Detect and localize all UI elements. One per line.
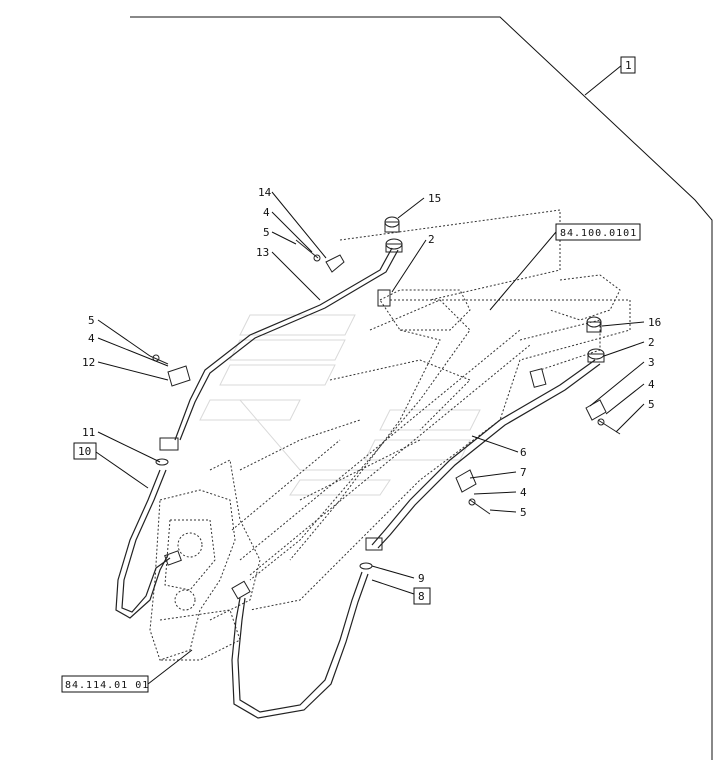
watermark-logo — [199, 314, 481, 496]
steel-tube-6-inner — [377, 363, 601, 549]
steel-tube-13-inner — [179, 249, 399, 441]
callout-10: 10 — [78, 445, 91, 458]
assembly-1-leader — [584, 64, 623, 96]
callout-1: 1 — [625, 59, 632, 72]
fitting-11 — [155, 437, 179, 466]
hose-10-inner — [121, 469, 171, 613]
callout-labels: 14 4 5 13 15 2 5 4 12 11 16 2 3 4 5 6 7 … — [82, 186, 661, 585]
assembly-frame-line — [130, 16, 713, 760]
fitting-top-nut — [385, 238, 403, 253]
steel-tube-13 — [174, 247, 393, 441]
callout-8-box: 8 — [413, 587, 431, 605]
fitting-right-nut — [587, 348, 605, 363]
fitting-16 — [586, 316, 602, 333]
fitting-9 — [359, 537, 383, 570]
callout-2-top: 2 — [428, 233, 435, 246]
callout-3: 3 — [648, 356, 655, 369]
plate-2-right — [529, 368, 547, 388]
plate-2-top — [377, 289, 391, 307]
hose-8 — [237, 571, 363, 713]
callout-2-right: 2 — [648, 336, 655, 349]
callout-10-box: 10 — [73, 442, 97, 460]
callout-12: 12 — [82, 356, 95, 369]
reference-box-bottom: 84.114.01 01 — [61, 675, 149, 693]
callout-9: 9 — [418, 572, 425, 585]
screw-5-top — [295, 239, 321, 262]
swing-bracket-outline — [149, 489, 241, 661]
callout-5-left: 5 — [88, 314, 95, 327]
callout-4-top: 4 — [263, 206, 270, 219]
hose-10 — [115, 469, 169, 619]
clamp-14 — [325, 254, 345, 273]
reference-top: 84.100.0101 — [560, 228, 637, 239]
callout-16: 16 — [648, 316, 661, 329]
callout-13: 13 — [256, 246, 269, 259]
callout-7: 7 — [520, 466, 527, 479]
callout-11: 11 — [82, 426, 95, 439]
callout-4-mid: 4 — [520, 486, 527, 499]
leader-lines — [95, 191, 645, 685]
callout-5-top: 5 — [263, 226, 270, 239]
hose-10-end-fitting — [164, 550, 182, 566]
callout-8: 8 — [418, 590, 425, 603]
callout-5-mid: 5 — [520, 506, 527, 519]
clamp-7 — [455, 469, 491, 515]
reference-box-top: 84.100.0101 — [555, 223, 641, 241]
boom-outline — [209, 209, 631, 621]
boom-cylinder-outline — [231, 329, 531, 576]
steel-tube-6 — [371, 359, 596, 546]
callout-14: 14 — [258, 186, 272, 199]
callout-15: 15 — [428, 192, 441, 205]
callout-4-left: 4 — [88, 332, 95, 345]
fitting-15 — [384, 216, 400, 233]
callout-4-right: 4 — [648, 378, 655, 391]
hose-8-inner — [231, 573, 369, 719]
assembly-1-box — [620, 56, 636, 74]
callout-5-right: 5 — [648, 398, 655, 411]
reference-bottom: 84.114.01 01 — [65, 680, 149, 691]
clamp-12 — [149, 354, 191, 387]
hose-8-end-fitting — [231, 580, 251, 600]
callout-6: 6 — [520, 446, 527, 459]
